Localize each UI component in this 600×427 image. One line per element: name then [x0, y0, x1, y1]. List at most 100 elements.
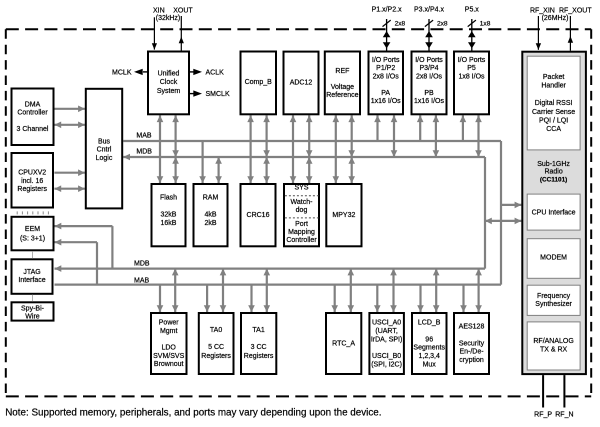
- svg-text:2x8 I/Os: 2x8 I/Os: [416, 73, 443, 80]
- svg-text:Brownout: Brownout: [154, 361, 184, 368]
- svg-text:CCA: CCA: [546, 126, 561, 133]
- svg-text:MAB: MAB: [134, 277, 150, 284]
- svg-text:Reference: Reference: [326, 92, 358, 99]
- svg-text:3 CC: 3 CC: [251, 344, 267, 351]
- svg-text:System: System: [157, 88, 181, 95]
- svg-text:96: 96: [425, 336, 433, 343]
- svg-text:Mgmt: Mgmt: [160, 328, 178, 335]
- svg-text:3 Channel: 3 Channel: [17, 126, 49, 133]
- svg-text:RAM: RAM: [203, 194, 219, 201]
- svg-text:RF_XOUT: RF_XOUT: [559, 8, 592, 15]
- svg-text:Interface: Interface: [18, 277, 45, 284]
- svg-text:PB: PB: [424, 90, 434, 97]
- svg-text:En-/De-: En-/De-: [459, 349, 484, 356]
- svg-text:Comp_B: Comp_B: [245, 79, 273, 86]
- svg-text:SVM/SVS: SVM/SVS: [153, 353, 184, 360]
- svg-text:Registers: Registers: [244, 353, 274, 360]
- svg-text:1,2,3,4: 1,2,3,4: [418, 353, 440, 360]
- svg-text:DMA: DMA: [25, 101, 41, 108]
- svg-text:cryption: cryption: [459, 357, 484, 364]
- svg-text:XOUT: XOUT: [173, 7, 193, 14]
- svg-text:Unified: Unified: [158, 71, 180, 78]
- svg-text:1x8 I/Os: 1x8 I/Os: [458, 73, 485, 80]
- svg-text:P3/P4: P3/P4: [419, 65, 438, 72]
- svg-text:Power: Power: [159, 319, 180, 326]
- svg-text:I/O Ports: I/O Ports: [415, 57, 443, 64]
- svg-text:Registers: Registers: [201, 353, 231, 360]
- svg-text:5 CC: 5 CC: [208, 344, 224, 351]
- svg-text:Mux: Mux: [423, 361, 437, 368]
- svg-text:(26MHz): (26MHz): [542, 15, 569, 22]
- svg-text:IrDA, SPI): IrDA, SPI): [371, 336, 403, 343]
- svg-text:CRC16: CRC16: [247, 212, 270, 219]
- svg-text:MODEM: MODEM: [540, 255, 567, 262]
- svg-text:LDO: LDO: [161, 344, 176, 351]
- svg-text:Voltage: Voltage: [331, 84, 354, 91]
- svg-text:I/O Ports: I/O Ports: [372, 57, 400, 64]
- svg-text:Registers: Registers: [17, 186, 47, 193]
- svg-text:XIN: XIN: [153, 7, 165, 14]
- svg-text:Digital RSSI: Digital RSSI: [535, 100, 573, 107]
- svg-text:P5: P5: [467, 65, 476, 72]
- svg-text:Cntrl: Cntrl: [97, 147, 112, 154]
- svg-text:AES128: AES128: [459, 324, 485, 331]
- svg-text:Frequency: Frequency: [537, 293, 571, 300]
- svg-text:Handler: Handler: [541, 82, 566, 89]
- svg-text:MAB: MAB: [136, 132, 152, 139]
- svg-text:Mapping: Mapping: [288, 229, 315, 236]
- svg-text:PQI / LQI: PQI / LQI: [539, 117, 568, 124]
- svg-text:USCI_B0: USCI_B0: [372, 353, 401, 360]
- svg-text:I/O Ports: I/O Ports: [458, 57, 486, 64]
- svg-text:incl. 16: incl. 16: [21, 178, 43, 185]
- svg-text:RF/ANALOG: RF/ANALOG: [533, 338, 573, 345]
- svg-text:MPY32: MPY32: [332, 212, 355, 219]
- svg-text:Radio: Radio: [544, 168, 562, 175]
- svg-text:4kB: 4kB: [204, 212, 216, 219]
- svg-text:RF_XIN: RF_XIN: [530, 8, 555, 15]
- svg-text:MDB: MDB: [136, 148, 152, 155]
- svg-text:1x16 I/Os: 1x16 I/Os: [414, 98, 444, 105]
- svg-text:Bus: Bus: [98, 139, 111, 146]
- svg-text:ADC12: ADC12: [290, 80, 313, 87]
- svg-text:(CC1101): (CC1101): [540, 177, 567, 184]
- svg-text:P1.x/P2.x: P1.x/P2.x: [372, 7, 402, 14]
- svg-text:Wire: Wire: [25, 313, 39, 320]
- svg-text:Note: Supported memory, periph: Note: Supported memory, peripherals, and…: [5, 407, 381, 418]
- svg-text:2x8: 2x8: [437, 20, 448, 27]
- svg-text:RF_N: RF_N: [555, 411, 573, 418]
- svg-text:Spy-Bi-: Spy-Bi-: [21, 306, 45, 313]
- svg-text:SMCLK: SMCLK: [206, 91, 230, 98]
- svg-text:(UART,: (UART,: [375, 328, 397, 335]
- svg-text:EEM: EEM: [25, 226, 40, 233]
- svg-text:TA0: TA0: [210, 327, 222, 334]
- svg-text:dog: dog: [296, 207, 308, 214]
- svg-text:MCLK: MCLK: [112, 69, 132, 76]
- svg-text:16kB: 16kB: [161, 220, 177, 227]
- svg-text:Synthesizer: Synthesizer: [535, 301, 572, 308]
- svg-text:TX & RX: TX & RX: [540, 347, 568, 354]
- svg-text:32kB: 32kB: [161, 212, 177, 219]
- svg-text:Clock: Clock: [160, 79, 178, 86]
- svg-text:Packet: Packet: [543, 74, 564, 81]
- svg-text:SYS: SYS: [294, 185, 308, 192]
- svg-text:P1/P2: P1/P2: [376, 65, 395, 72]
- svg-text:(SPI, I2C): (SPI, I2C): [371, 362, 402, 369]
- svg-text:Controller: Controller: [17, 110, 48, 117]
- svg-text:Flash: Flash: [160, 194, 177, 201]
- svg-text:Sub-1GHz: Sub-1GHz: [537, 161, 570, 168]
- svg-text:USCI_A0: USCI_A0: [372, 320, 401, 327]
- svg-text:ACLK: ACLK: [206, 69, 225, 76]
- svg-text:JTAG: JTAG: [23, 269, 40, 276]
- svg-text:Watch-: Watch-: [291, 199, 314, 206]
- svg-text:P5.x: P5.x: [465, 7, 480, 14]
- svg-text:REF: REF: [335, 68, 349, 75]
- svg-text:1x8: 1x8: [480, 20, 491, 27]
- svg-text:RF_P: RF_P: [534, 411, 552, 418]
- svg-text:Segments: Segments: [413, 345, 445, 352]
- svg-text:RTC_A: RTC_A: [332, 340, 355, 347]
- svg-text:1x16 I/Os: 1x16 I/Os: [371, 98, 401, 105]
- svg-text:LCD_B: LCD_B: [418, 320, 441, 327]
- svg-text:Security: Security: [459, 340, 485, 347]
- svg-text:2x8: 2x8: [395, 20, 406, 27]
- svg-text:P3.x/P4.x: P3.x/P4.x: [414, 7, 444, 14]
